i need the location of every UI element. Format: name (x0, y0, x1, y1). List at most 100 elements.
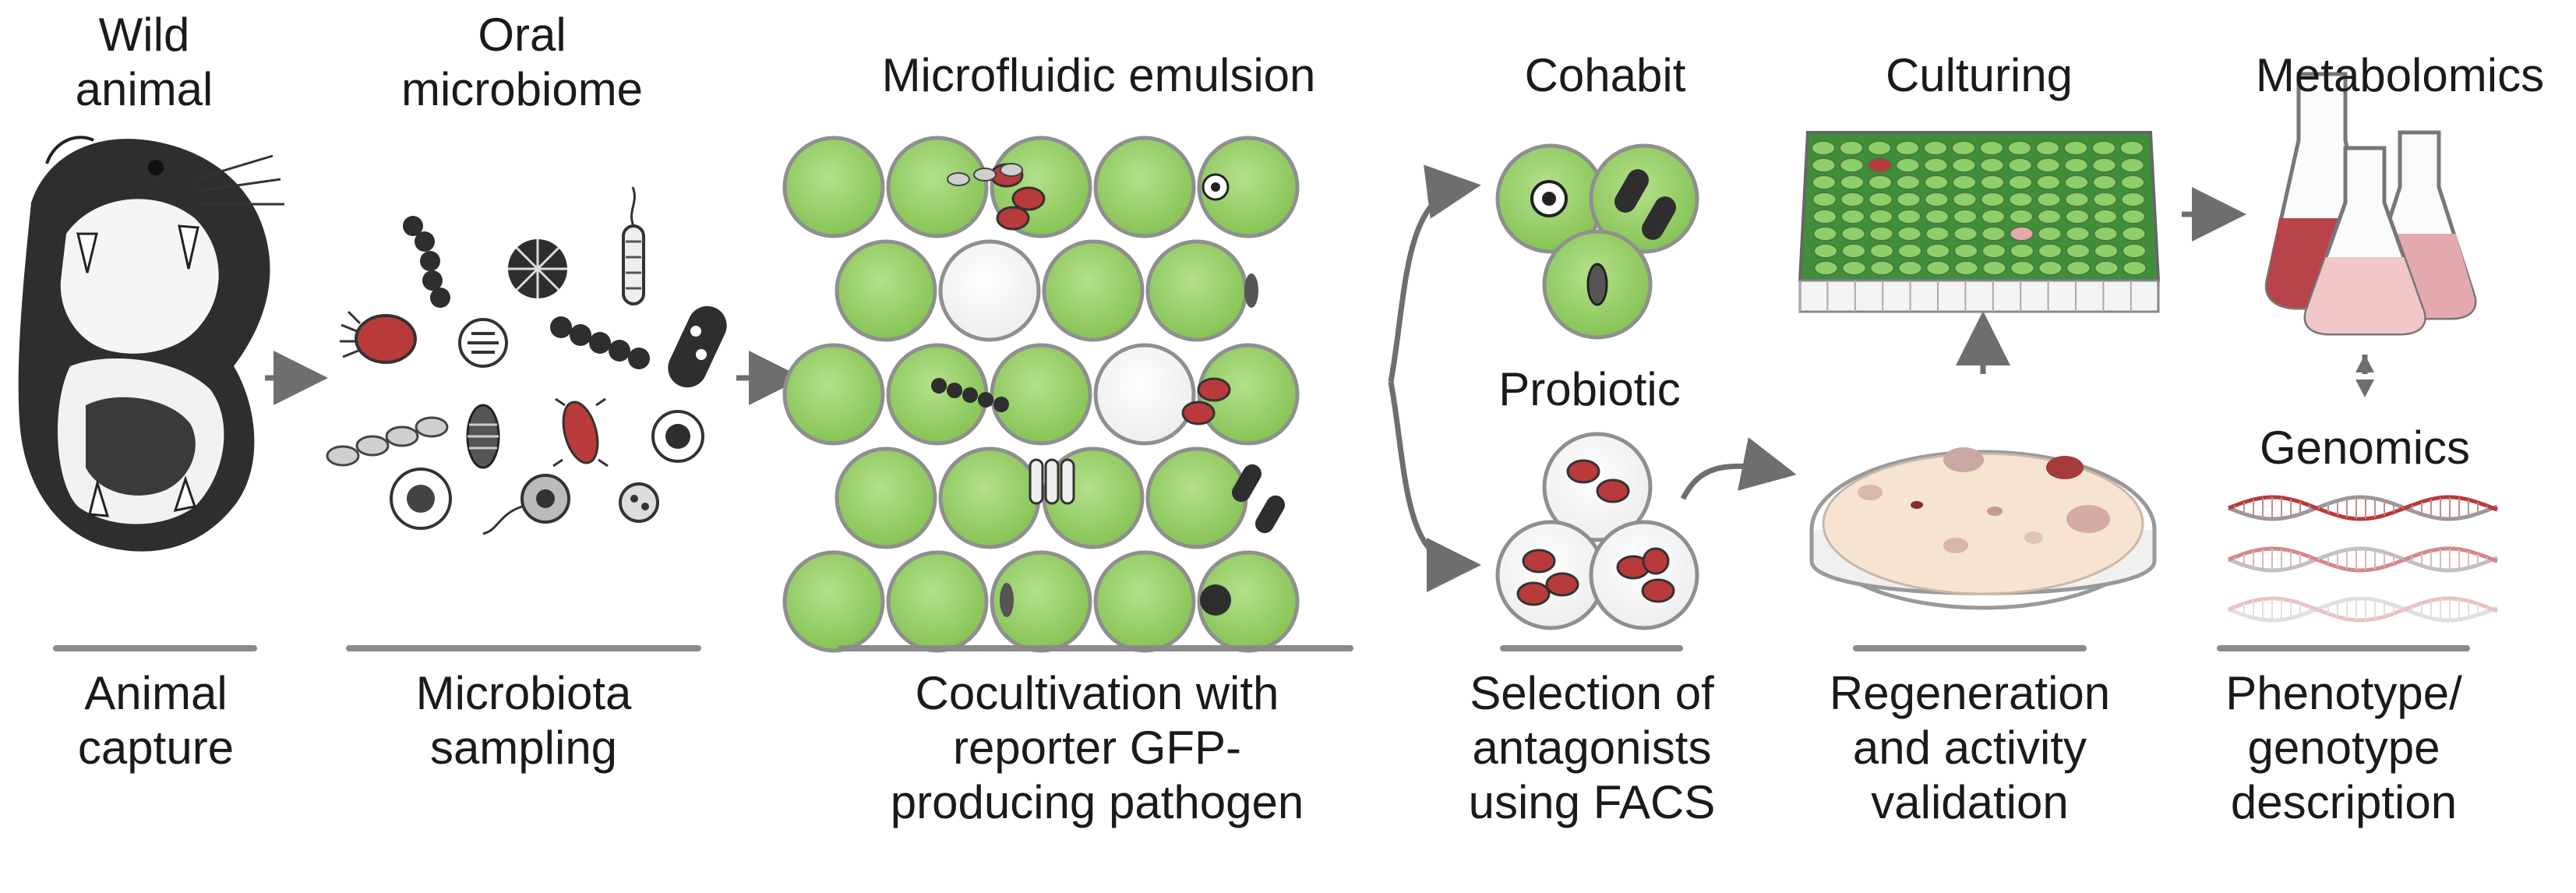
plate-well (2010, 243, 2034, 259)
plate-well (1979, 140, 2004, 156)
plate-well (2037, 226, 2063, 242)
dotted-cell-icon (390, 468, 452, 530)
bean-bacterium-icon (1255, 495, 1285, 534)
plate-well (1896, 175, 1921, 190)
plate-well (2038, 260, 2063, 276)
ring-cell-icon (651, 410, 704, 463)
plate-well (2094, 243, 2119, 259)
plate-well (2066, 243, 2091, 259)
flasks-illustration (2264, 72, 2477, 336)
red-pathogen-icon (1522, 549, 1556, 574)
plate-well (2036, 175, 2061, 190)
plate-well (1925, 243, 1950, 259)
emulsion-droplet-grid (782, 136, 1300, 653)
plate-well (2008, 175, 2033, 190)
urchin-cell-icon (1200, 584, 1231, 616)
plate-well (1840, 226, 1866, 242)
plate-well (2007, 140, 2032, 156)
white-droplet (1093, 343, 1196, 446)
plate-well (1812, 209, 1837, 224)
caterpillar-bacterium-icon (947, 383, 962, 398)
plate-well (1868, 192, 1893, 207)
plate-well (1897, 260, 1923, 276)
plate-well (1811, 140, 1836, 156)
plate-well (2035, 140, 2060, 156)
antagonist-cells (1516, 459, 1675, 606)
caterpillar-bacterium-icon (962, 387, 978, 403)
plate-well (2093, 209, 2118, 224)
caterpillar-bacterium-icon (931, 378, 947, 394)
green-droplet (782, 343, 885, 446)
plate-well (1839, 157, 1865, 173)
green-droplet (990, 343, 1092, 446)
plate-well (1925, 260, 1951, 276)
plate-well (1869, 243, 1894, 259)
petri-dish (1809, 447, 2157, 610)
bean-bacterium-icon (1614, 169, 1676, 240)
double-arrow-heads (2355, 355, 2374, 397)
bean-bacterium-icon (668, 305, 727, 388)
green-droplet (1042, 239, 1145, 342)
plate-well (1813, 260, 1839, 276)
plate-well (1953, 260, 1979, 276)
plate-well (1811, 157, 1837, 173)
plate-well (1924, 175, 1949, 190)
plate-well (2122, 243, 2147, 259)
plate-well (1923, 140, 1948, 156)
plate-well (1897, 209, 1921, 224)
label-culturing: Culturing (1885, 49, 2073, 101)
divider-4 (1500, 645, 1683, 651)
plate-well (2091, 140, 2116, 156)
divider-3 (838, 645, 1353, 651)
rod-bacterium-icon (622, 186, 645, 305)
red-spiky-bacterium-icon (552, 397, 609, 468)
red-bacterium-icon (340, 310, 417, 364)
plate-well (1868, 226, 1894, 242)
plate-well (2092, 192, 2118, 207)
plate-well (1840, 192, 1865, 207)
green-droplet (1197, 136, 1300, 238)
chain-cocci-icon (326, 416, 449, 467)
green-droplet (835, 239, 937, 342)
plate-well (2121, 226, 2147, 242)
plate-well (1812, 175, 1837, 190)
rod-bacterium-icon (1060, 458, 1075, 505)
plate-well (2120, 175, 2145, 190)
plate-well (1840, 175, 1865, 190)
divider-5 (1853, 645, 2087, 651)
plate-well (2010, 260, 2035, 276)
plate-well (1897, 243, 1922, 259)
plate-well (1897, 226, 1922, 242)
white-droplet (938, 239, 1041, 342)
plate-well (1953, 226, 1978, 242)
urchin-bacterium-icon (508, 239, 567, 298)
plate-well (1895, 157, 1921, 173)
plate-well (1840, 209, 1865, 224)
plate-well (2064, 175, 2089, 190)
plate-well (1868, 175, 1893, 190)
plate-well (1981, 260, 2007, 276)
plate-well (1813, 243, 1838, 259)
caterpillar-bacterium-icon (993, 397, 1009, 412)
dna-helix (2228, 546, 2498, 573)
plate-well (1980, 175, 2005, 190)
green-droplet (835, 446, 937, 549)
plate-well (1841, 243, 1866, 259)
plate-well (1923, 157, 1949, 173)
plate-well (1869, 260, 1895, 276)
plate-well (2007, 157, 2033, 173)
divider-2 (346, 645, 701, 651)
plate-well (1925, 209, 1950, 224)
plate-well (2063, 157, 2089, 173)
plate-well (1895, 140, 1920, 156)
plate-well (2063, 140, 2088, 156)
rod-bacterium-icon (1044, 458, 1060, 505)
plate-well (2009, 226, 2034, 242)
green-droplet (886, 136, 989, 238)
striped-oval-icon (1586, 263, 1608, 306)
plate-well (2066, 260, 2091, 276)
plate-well (2094, 260, 2119, 276)
